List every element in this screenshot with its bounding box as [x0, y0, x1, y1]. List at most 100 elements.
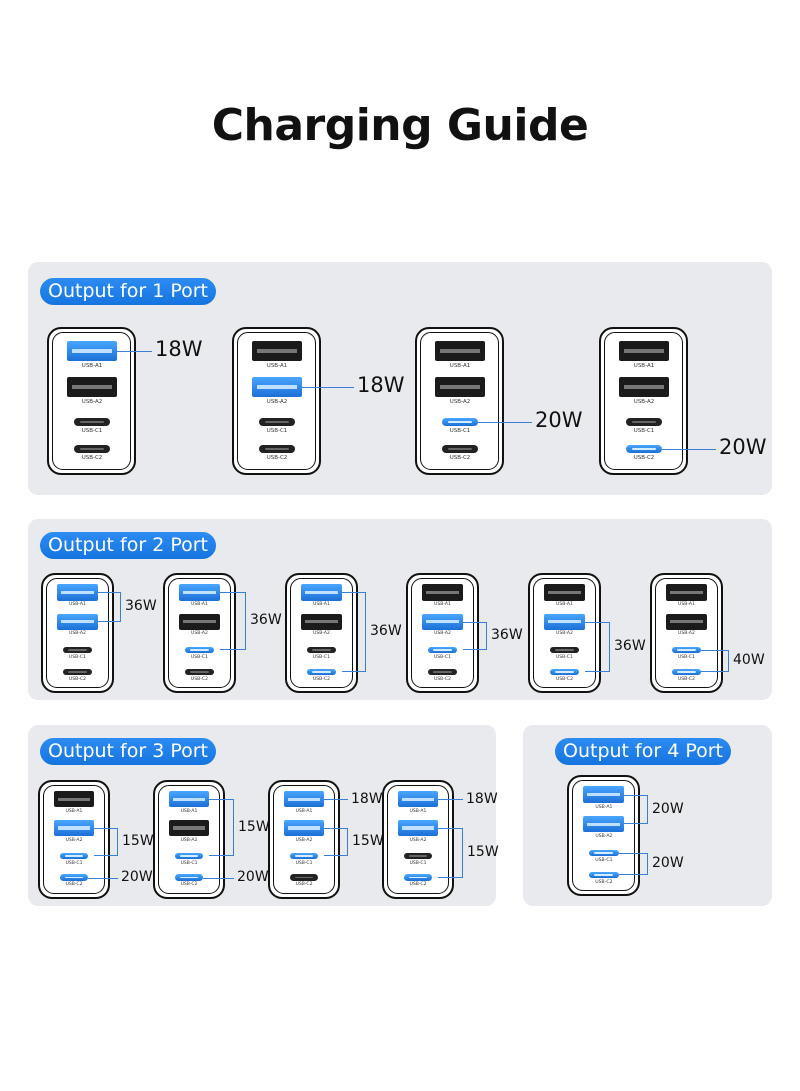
power-label: 20W: [535, 408, 583, 433]
port-label: USB-A1: [555, 602, 573, 608]
usb-a2-port: [284, 820, 324, 836]
port-label: USB-C1: [449, 428, 471, 434]
usb-c1-port: [289, 852, 319, 860]
power-bracket: [584, 621, 610, 672]
power-label: 20W: [652, 855, 684, 872]
usb-c2-port: [62, 668, 93, 676]
power-label: 36W: [491, 627, 523, 644]
usb-a1-port: [544, 584, 585, 601]
usb-a2-port: [54, 820, 94, 836]
port-label: USB-C1: [633, 428, 655, 434]
port-label: USB-A2: [409, 837, 427, 843]
port-label: USB-C2: [190, 676, 208, 682]
port-label: USB-C1: [409, 860, 427, 866]
usb-a2-port: [583, 816, 625, 833]
port-label: USB-A1: [433, 602, 451, 608]
port-label: USB-A1: [65, 808, 83, 814]
port-label: USB-A2: [295, 837, 313, 843]
usb-c2-port: [427, 668, 458, 676]
port-label: USB-C1: [555, 654, 573, 660]
usb-a1-port: [179, 584, 220, 601]
usb-c1-port: [589, 849, 619, 857]
usb-c2-port: [74, 445, 110, 453]
usb-c1-port: [59, 852, 89, 860]
port-label: USB-C1: [68, 654, 86, 660]
section-heading: Output for 2 Port: [40, 532, 216, 559]
usb-c2-port: [549, 668, 580, 676]
power-bracket: [462, 621, 487, 650]
usb-c2-port: [289, 874, 319, 881]
port-label: USB-A1: [595, 804, 613, 810]
port-label: USB-C2: [677, 676, 695, 682]
usb-a1-port: [284, 791, 324, 808]
power-bracket: [209, 799, 234, 856]
port-label: USB-A1: [190, 602, 208, 608]
section-heading: Output for 1 Port: [40, 278, 216, 305]
usb-a1-port: [435, 341, 485, 361]
power-label: 36W: [370, 623, 402, 640]
power-label: 18W: [155, 337, 203, 362]
usb-a2-port: [435, 377, 485, 397]
port-label: USB-A2: [65, 837, 83, 843]
power-connector-line: [662, 449, 716, 450]
port-label: USB-C1: [595, 857, 613, 863]
usb-a1-port: [169, 791, 209, 808]
power-label: 36W: [250, 612, 282, 629]
usb-a2-port: [169, 820, 209, 836]
usb-c1-port: [442, 418, 478, 426]
usb-a2-port: [398, 820, 438, 836]
usb-a1-port: [54, 791, 94, 808]
port-label: USB-C2: [633, 455, 655, 461]
port-label: USB-A2: [180, 837, 198, 843]
usb-c2-port: [174, 874, 204, 881]
port-label: USB-C2: [65, 882, 83, 888]
port-label: USB-C1: [190, 654, 208, 660]
port-label: USB-A2: [449, 399, 471, 405]
port-label: USB-A1: [295, 808, 313, 814]
port-label: USB-C2: [180, 882, 198, 888]
usb-c2-port: [259, 445, 295, 453]
usb-c2-port: [59, 874, 89, 881]
power-bracket: [624, 794, 648, 825]
section-heading: Output for 3 Port: [40, 738, 216, 765]
port-label: USB-A2: [266, 399, 288, 405]
power-label: 20W: [652, 800, 684, 817]
port-label: USB-C2: [409, 882, 427, 888]
port-label: USB-C1: [677, 654, 695, 660]
port-label: USB-C1: [81, 428, 103, 434]
port-label: USB-C2: [266, 455, 288, 461]
port-label: USB-A2: [677, 631, 695, 637]
port-label: USB-A1: [266, 363, 288, 369]
power-label: 15W: [238, 818, 270, 835]
power-connector-line: [117, 351, 152, 352]
port-label: USB-C1: [433, 654, 451, 660]
usb-a1-port: [67, 341, 117, 361]
port-label: USB-C1: [65, 860, 83, 866]
usb-a1-port: [583, 786, 625, 803]
usb-c1-port: [403, 852, 433, 860]
port-label: USB-A2: [68, 631, 86, 637]
port-label: USB-C2: [433, 676, 451, 682]
page-title: Charging Guide: [211, 100, 589, 151]
port-label: USB-A2: [555, 631, 573, 637]
section-heading: Output for 4 Port: [555, 738, 731, 765]
usb-a1-port: [252, 341, 302, 361]
port-label: USB-C2: [68, 676, 86, 682]
power-label: 20W: [121, 868, 153, 885]
port-label: USB-C2: [295, 882, 313, 888]
usb-c2-port: [403, 874, 433, 881]
usb-a2-port: [67, 377, 117, 397]
power-label: 15W: [467, 844, 499, 861]
usb-a2-port: [57, 613, 98, 630]
port-label: USB-C2: [312, 676, 330, 682]
usb-a1-port: [422, 584, 463, 601]
port-label: USB-A1: [81, 363, 103, 369]
port-label: USB-A1: [312, 602, 330, 608]
port-label: USB-C2: [555, 676, 573, 682]
usb-c2-port: [589, 871, 619, 879]
port-label: USB-A1: [68, 602, 86, 608]
port-label: USB-A1: [677, 602, 695, 608]
port-label: USB-A1: [409, 808, 427, 814]
power-bracket: [438, 828, 463, 878]
usb-a1-port: [619, 341, 669, 361]
